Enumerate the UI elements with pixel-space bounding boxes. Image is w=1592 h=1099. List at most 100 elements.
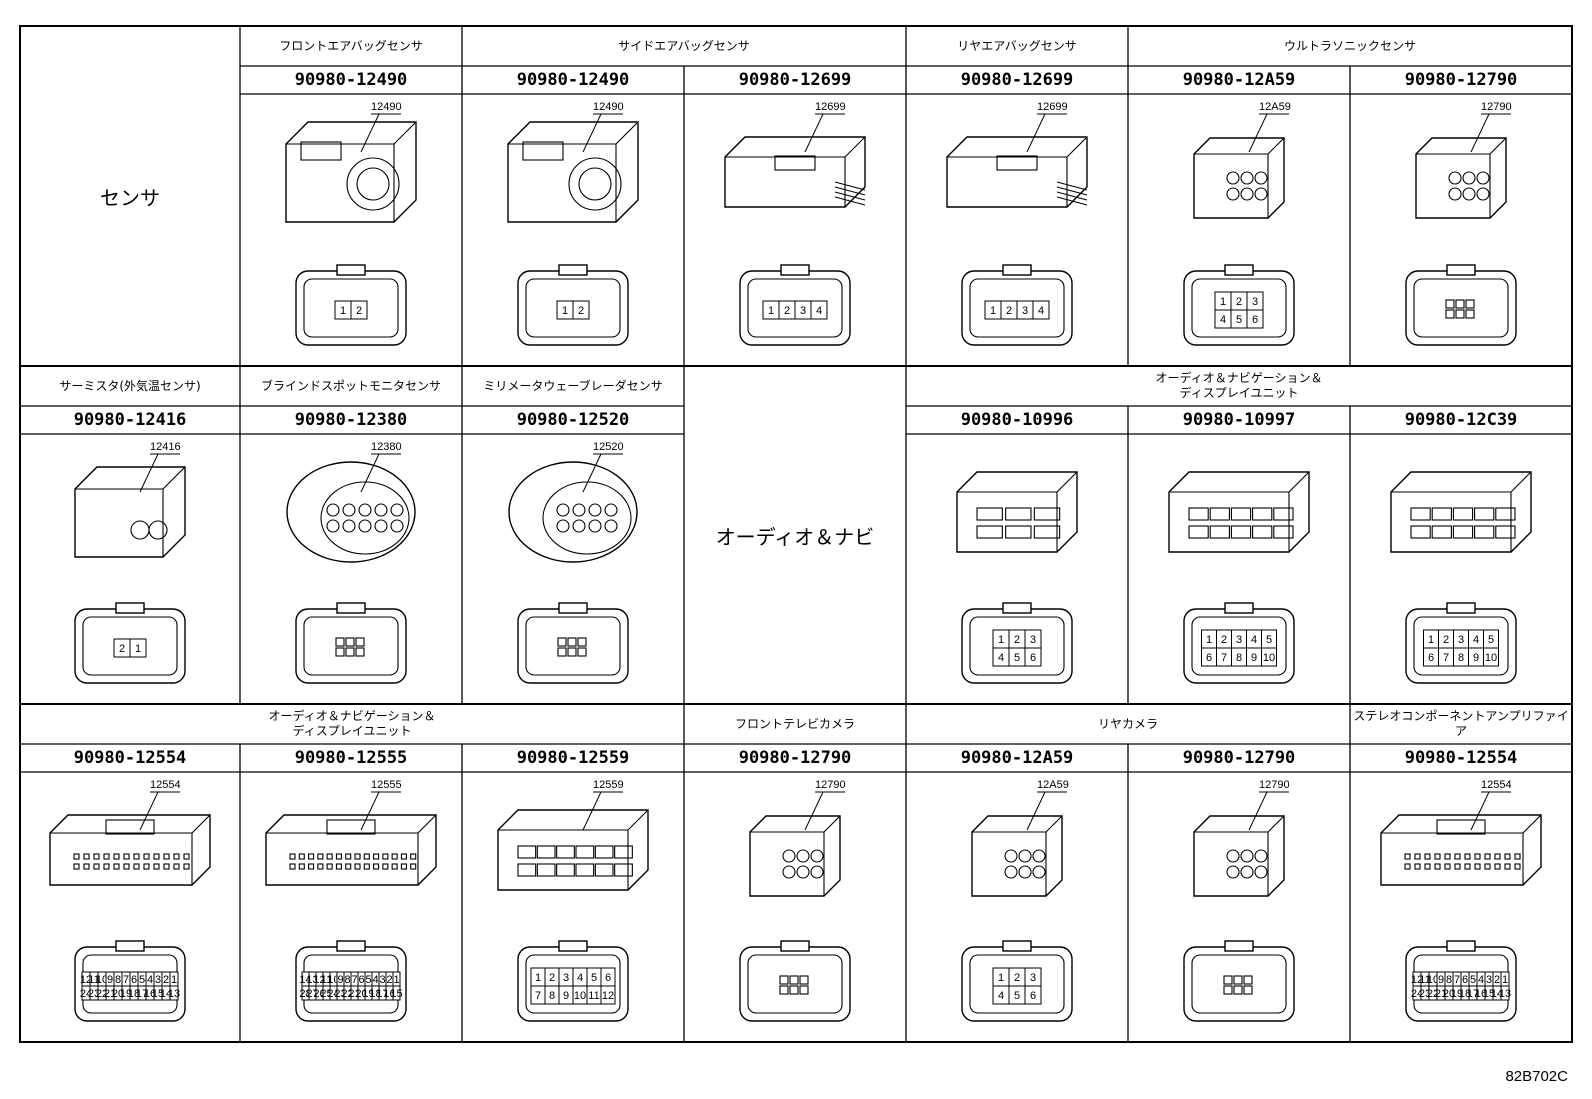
pin-number: 6 (1428, 652, 1434, 664)
pin-number: 1 (998, 972, 1004, 984)
pin-number: 17 (1467, 988, 1479, 1000)
pin-number: 13 (168, 988, 180, 1000)
part-number: 90980-12554 (73, 748, 187, 768)
pin-number: 4 (998, 990, 1004, 1002)
part-number: 90980-12790 (1182, 748, 1296, 768)
pin-number: 12 (80, 974, 92, 986)
pin-number: 4 (147, 974, 153, 986)
pin-number: 4 (816, 305, 822, 317)
pin-cavity (1223, 985, 1233, 995)
pin-cell (169, 985, 179, 1001)
pin-cavity (1223, 975, 1233, 985)
part-number: 90980-12C39 (1404, 410, 1518, 430)
column-header: サーミスタ(外気温センサ) (59, 378, 201, 393)
row-label-audio-navi: オーディオ＆ナビ (715, 524, 875, 549)
pin-cavity (789, 985, 799, 995)
pin-cavity (355, 637, 365, 647)
callout-label: 12790 (1481, 101, 1512, 113)
pin-cell (1483, 647, 1499, 667)
pin-number: 8 (1446, 974, 1452, 986)
pin-number: 3 (1030, 634, 1036, 646)
part-number: 90980-12490 (294, 70, 408, 90)
pin-number: 21 (104, 988, 116, 1000)
pin-number: 16 (144, 988, 156, 1000)
pin-number: 5 (1470, 974, 1476, 986)
part-number: 90980-10996 (960, 410, 1074, 430)
pin-number: 3 (1030, 972, 1036, 984)
pin-number: 3 (1022, 305, 1028, 317)
part-number: 90980-12790 (738, 748, 852, 768)
part-number: 90980-12699 (960, 70, 1074, 90)
pin-number: 10 (1263, 652, 1275, 664)
pin-cavity (567, 647, 577, 657)
connector-hex6small: 12790 (1183, 779, 1295, 1022)
outer-border (19, 25, 1573, 1043)
pin-number: 1 (171, 974, 177, 986)
column-header: リヤエアバッグセンサ (957, 38, 1077, 53)
pin-number: 4 (1251, 634, 1257, 646)
pin-number: 24 (1411, 988, 1423, 1000)
part-number: 90980-12490 (516, 70, 630, 90)
pin-number: 3 (1458, 634, 1464, 646)
pin-number: 2 (1443, 634, 1449, 646)
pin-number: 1 (340, 305, 346, 317)
pin-cell (1024, 647, 1042, 667)
row-label-sensor: センサ (100, 185, 160, 210)
part-number: 90980-10997 (1182, 410, 1296, 430)
pin-number: 2 (163, 974, 169, 986)
pin-number: 5 (1488, 634, 1494, 646)
pin-cell (1500, 985, 1510, 1001)
callout-label: 12A59 (1037, 779, 1069, 791)
pin-number: 3 (563, 972, 569, 984)
pin-number: 11 (321, 974, 332, 986)
pin-number: 9 (1473, 652, 1479, 664)
pin-number: 9 (1251, 652, 1257, 664)
pin-number: 12 (1411, 974, 1423, 986)
pin-number: 2 (119, 643, 125, 655)
pin-number: 2 (1006, 305, 1012, 317)
pin-number: 18 (1459, 988, 1471, 1000)
pin-cavity (1233, 985, 1243, 995)
pin-number: 11 (88, 974, 99, 986)
pin-cavity (1455, 309, 1465, 319)
part-number: 90980-12A59 (1182, 70, 1296, 90)
pin-number: 9 (337, 974, 343, 986)
pin-number: 2 (549, 972, 555, 984)
pin-number: 15 (152, 988, 164, 1000)
pin-number: 6 (1462, 974, 1468, 986)
pin-cavity (557, 647, 567, 657)
pin-number: 7 (123, 974, 129, 986)
pin-cavity (567, 637, 577, 647)
part-number: 90980-12416 (73, 410, 187, 430)
pin-number: 8 (115, 974, 121, 986)
pin-cavity (789, 975, 799, 985)
pin-number: 4 (1478, 974, 1484, 986)
pin-number: 2 (1014, 972, 1020, 984)
callout-label: 12554 (1481, 779, 1512, 791)
pin-number: 4 (577, 972, 583, 984)
callout-label: 12490 (593, 101, 624, 113)
pin-number: 19 (120, 988, 132, 1000)
pin-number: 1 (1502, 974, 1508, 986)
pin-number: 4 (1038, 305, 1044, 317)
pin-number: 5 (365, 974, 371, 986)
pin-number: 9 (563, 990, 569, 1002)
callout-label: 12520 (593, 441, 624, 453)
pin-number: 6 (1030, 652, 1036, 664)
pin-number: 6 (358, 974, 364, 986)
column-header: オーディオ＆ナビゲーション＆ ディスプレイユニット (1155, 371, 1323, 400)
pin-cell (1246, 309, 1264, 329)
pin-number: 4 (1473, 634, 1479, 646)
pin-number: 1 (1206, 634, 1212, 646)
pin-cavity (577, 647, 587, 657)
pin-number: 4 (1220, 314, 1226, 326)
pin-number: 17 (136, 988, 148, 1000)
connector-round8: 12520 (508, 441, 638, 684)
pin-number: 7 (1454, 974, 1460, 986)
